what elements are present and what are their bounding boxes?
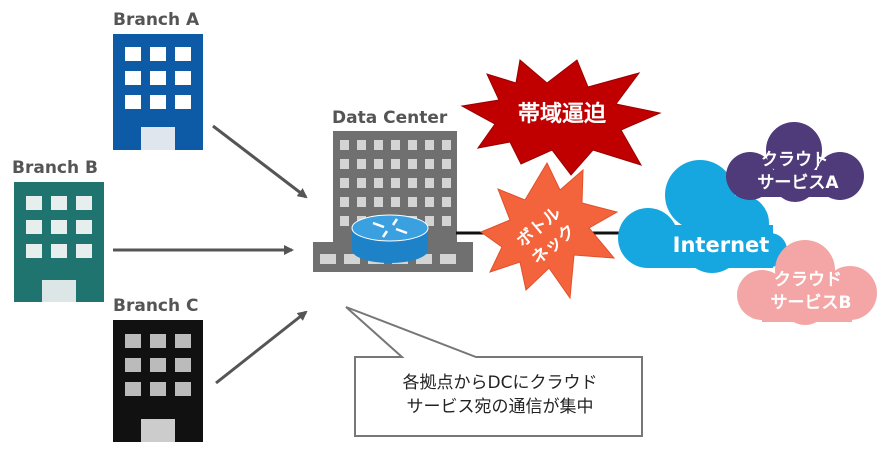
cloud-a-line1: クラウド (761, 150, 829, 170)
branch-b-label: Branch B (12, 158, 98, 178)
congestion-burst: 帯域逼迫 (460, 59, 662, 176)
callout-line2: サービス宛の通信が集中 (406, 397, 594, 417)
branch-a-building-icon (113, 34, 203, 150)
callout-line1: 各拠点からDCにクラウド (402, 373, 598, 393)
internet-label: Internet (673, 233, 770, 257)
callout-box (345, 306, 643, 437)
branch-c-label: Branch C (113, 296, 199, 316)
bottleneck-burst: ボトル ネック (479, 161, 619, 300)
datacenter-label: Data Center (332, 108, 448, 128)
router-icon (351, 214, 429, 263)
arrow-branch-a (212, 124, 308, 199)
branch-b-building-icon (14, 182, 104, 302)
cloud-b-line1: クラウド (774, 270, 842, 290)
branch-c-building-icon (113, 320, 203, 442)
branch-a-label: Branch A (113, 10, 200, 30)
cloud-a-line2: サービスA (757, 173, 839, 193)
cloud-service-b-icon (737, 240, 877, 325)
congestion-text: 帯域逼迫 (518, 101, 607, 127)
arrow-branch-c (215, 310, 308, 385)
cloud-b-line2: サービスB (771, 293, 852, 313)
cloud-service-a-icon (726, 122, 864, 202)
callout-text: 各拠点からDCにクラウド サービス宛の通信が集中 (360, 371, 640, 419)
